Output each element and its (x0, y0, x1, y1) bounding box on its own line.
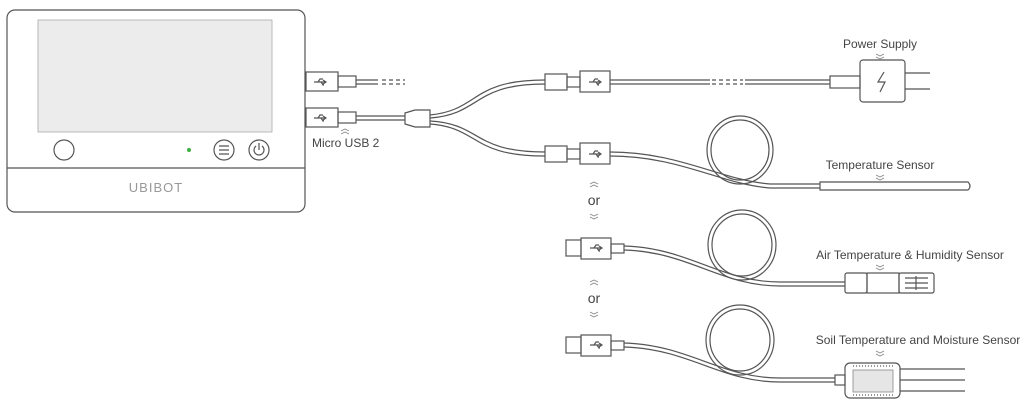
menu-button-icon (213, 139, 235, 161)
power-button-icon (248, 139, 270, 161)
power-supply-label: Power Supply (843, 37, 917, 51)
device-brand: UBIBOT (129, 180, 183, 195)
device-button (53, 139, 75, 161)
usb-port-1 (305, 71, 405, 92)
temperature-sensor-label: Temperature Sensor (826, 158, 935, 172)
air-sensor-label: Air Temperature & Humidity Sensor (816, 248, 1004, 262)
temperature-probe (819, 181, 971, 191)
soil-sensor-icon (834, 362, 965, 399)
or-label: or (588, 192, 601, 208)
micro-usb-label: Micro USB 2 (312, 136, 380, 150)
soil-sensor-label: Soil Temperature and Moisture Sensor (816, 333, 1021, 347)
air-sensor-icon (844, 272, 935, 294)
y-splitter (404, 79, 546, 157)
or-label: or (588, 290, 601, 306)
ubibot-device: UBIBOT (6, 9, 306, 213)
status-led (187, 148, 191, 152)
temperature-sensor-cable (544, 115, 820, 189)
soil-sensor-cable (565, 304, 835, 383)
device-screen (37, 19, 273, 133)
power-supply-icon (859, 59, 930, 103)
air-sensor-cable (565, 209, 845, 287)
usb-port-2 (305, 107, 405, 128)
power-supply-cable (544, 70, 861, 93)
